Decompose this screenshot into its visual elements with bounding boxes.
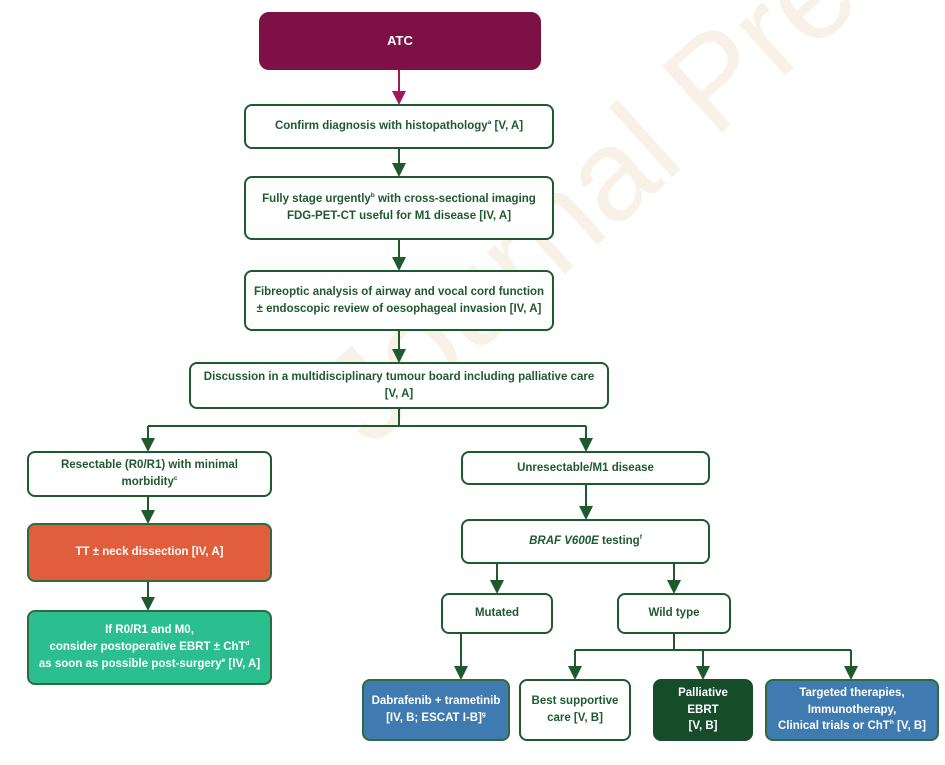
node-unresectable: Unresectable/M1 disease xyxy=(461,451,710,485)
node-full-staging: Fully stage urgentlyb with cross-section… xyxy=(244,176,554,240)
node-dabrafenib-trametinib: Dabrafenib + trametinib [IV, B; ESCAT I-… xyxy=(362,679,510,741)
node-palliative-ebrt: Palliative EBRT [V, B] xyxy=(653,679,753,741)
node-confirm-diagnosis: Confirm diagnosis with histopathologya [… xyxy=(244,104,554,149)
node-tt-neck-dissection: TT ± neck dissection [IV, A] xyxy=(27,523,272,582)
node-wild-type: Wild type xyxy=(617,593,731,634)
node-atc-label: ATC xyxy=(387,32,413,48)
node-fibreoptic-analysis: Fibreoptic analysis of airway and vocal … xyxy=(244,270,554,331)
node-mutated: Mutated xyxy=(441,593,553,634)
node-postoperative-ebrt: If R0/R1 and M0, consider postoperative … xyxy=(27,610,272,685)
node-braf-testing: BRAF V600E testingf xyxy=(461,519,710,564)
node-tumour-board: Discussion in a multidisciplinary tumour… xyxy=(189,362,609,409)
node-resectable: Resectable (R0/R1) with minimal morbidit… xyxy=(27,451,272,497)
node-best-supportive-care: Best supportive care [V, B] xyxy=(519,679,631,741)
node-atc: ATC xyxy=(259,12,541,70)
node-targeted-therapies: Targeted therapies, Immunotherapy, Clini… xyxy=(765,679,939,741)
